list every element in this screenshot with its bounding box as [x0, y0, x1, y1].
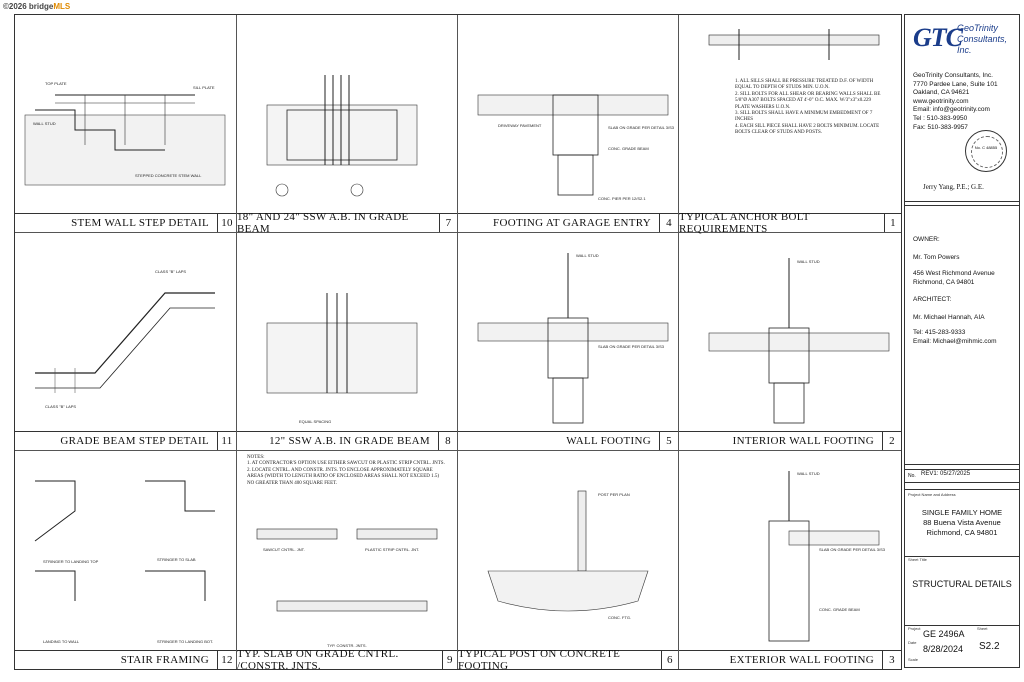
anchor-notes: 1. ALL SILLS SHALL BE PRESSURE TREATED D… — [735, 79, 881, 136]
engineer-seal-icon: No. C 48855 — [965, 130, 1007, 172]
detail-cell-1: 1. ALL SILLS SHALL BE PRESSURE TREATED D… — [679, 15, 901, 235]
sheet-number: S2.2 — [979, 641, 1000, 652]
project-box: Project Name and Address SINGLE FAMILY H… — [905, 489, 1019, 557]
wall-footing-drawing: WALL STUD SLAB ON GRADE PER DETAIL 3/S3 — [477, 253, 669, 424]
svg-text:SLAB ON GRADE PER DETAIL 3/S3: SLAB ON GRADE PER DETAIL 3/S3 — [598, 344, 665, 349]
company-logo: GTC — [913, 23, 963, 52]
owner-architect-panel: OWNER: Mr. Tom Powers 456 West Richmond … — [905, 205, 1019, 465]
svg-text:CONC. GRADE BEAM: CONC. GRADE BEAM — [608, 146, 649, 151]
svg-text:SAWCUT CNTRL. JNT.: SAWCUT CNTRL. JNT. — [263, 547, 305, 552]
svg-text:SLAB ON GRADE PER DETAIL 3/S3: SLAB ON GRADE PER DETAIL 3/S3 — [819, 547, 886, 552]
svg-text:WALL STUD: WALL STUD — [576, 253, 599, 258]
12in-ssw-grade-beam-drawing: EQUAL SPACING — [266, 293, 418, 424]
slab-joints-drawing: SAWCUT CNTRL. JNT. PLASTIC STRIP CNTRL. … — [256, 528, 438, 648]
svg-text:STRINGER TO LANDING TOP: STRINGER TO LANDING TOP — [43, 559, 99, 564]
footing-garage-entry-drawing: DRIVEWAY PAVEMENT SLAB ON GRADE PER DETA… — [477, 94, 675, 201]
engineer-name: Jerry Yang, P.E.; G.E. — [923, 183, 984, 191]
svg-text:PLASTIC STRIP CNTRL. JNT.: PLASTIC STRIP CNTRL. JNT. — [365, 547, 419, 552]
detail-cell-9: NOTES: 1. AT CONTRACTOR'S OPTION USE EIT… — [237, 451, 458, 672]
svg-text:STRINGER TO SLAB: STRINGER TO SLAB — [157, 557, 196, 562]
detail-caption: TYP. SLAB ON GRADE CNTRL. /CONSTR. JNTS.… — [237, 648, 457, 672]
detail-cell-12: STRINGER TO LANDING TOP STRINGER TO SLAB… — [15, 451, 237, 669]
svg-text:EQUAL SPACING: EQUAL SPACING — [299, 419, 331, 424]
svg-text:CONC. GRADE BEAM: CONC. GRADE BEAM — [819, 607, 860, 612]
svg-text:CLASS "B" LAPS: CLASS "B" LAPS — [45, 404, 76, 409]
svg-text:LANDING TO WALL: LANDING TO WALL — [43, 639, 80, 644]
svg-text:STEPPED CONCRETE STEM WALL: STEPPED CONCRETE STEM WALL — [135, 173, 202, 178]
svg-text:DRIVEWAY PAVEMENT: DRIVEWAY PAVEMENT — [498, 123, 542, 128]
svg-text:POST PER PLAN: POST PER PLAN — [598, 492, 630, 497]
stair-framing-drawing: STRINGER TO LANDING TOP STRINGER TO SLAB… — [34, 480, 215, 644]
svg-text:TYP. CONSTR. JNTS.: TYP. CONSTR. JNTS. — [327, 643, 367, 648]
detail-cell-11: CLASS "B" LAPS CLASS "B" LAPS GRADE BEAM… — [15, 233, 237, 451]
stem-wall-step-drawing: TOP PLATE SILL PLATE WALL STUD STEPPED C… — [24, 81, 226, 186]
watermark: ©2026 bridgeMLS — [3, 2, 71, 11]
svg-text:SLAB ON GRADE PER DETAIL 3/S3: SLAB ON GRADE PER DETAIL 3/S3 — [608, 125, 675, 130]
ssw-ab-grade-beam-drawing — [266, 75, 418, 197]
svg-text:CLASS "B" LAPS: CLASS "B" LAPS — [155, 269, 186, 274]
detail-cell-3: WALL STUD SLAB ON GRADE PER DETAIL 3/S3 … — [679, 451, 901, 669]
company-info: GeoTrinity Consultants, Inc. 7770 Pardee… — [913, 72, 998, 131]
revision-row: No.REV1: 05/27/2025 — [905, 469, 1019, 483]
anchor-bolt-drawing — [708, 29, 880, 60]
svg-text:CONC. PIER PER 12/S2.1: CONC. PIER PER 12/S2.1 — [598, 196, 646, 201]
svg-text:WALL STUD: WALL STUD — [797, 471, 820, 476]
sheet-title-box: Sheet Title STRUCTURAL DETAILS — [905, 555, 1019, 626]
detail-cell-5: WALL STUD SLAB ON GRADE PER DETAIL 3/S3 … — [458, 233, 679, 451]
exterior-wall-footing-drawing: WALL STUD SLAB ON GRADE PER DETAIL 3/S3 … — [768, 471, 886, 642]
sheet-info: Project GE 2496A Date 8/28/2024 Scale Sh… — [908, 626, 1000, 662]
svg-text:WALL STUD: WALL STUD — [797, 259, 820, 264]
detail-cell-8: EQUAL SPACING 12" SSW A.B. IN GRADE BEAM… — [237, 233, 458, 451]
detail-cell-6: POST PER PLAN CONC. FTG. TYPICAL POST ON… — [458, 451, 679, 672]
svg-text:TOP PLATE: TOP PLATE — [45, 81, 67, 86]
slab-notes: NOTES: 1. AT CONTRACTOR'S OPTION USE EIT… — [247, 455, 445, 486]
detail-cell-10: TOP PLATE SILL PLATE WALL STUD STEPPED C… — [15, 15, 237, 233]
grade-beam-step-drawing: CLASS "B" LAPS CLASS "B" LAPS — [35, 269, 215, 409]
svg-text:WALL STUD: WALL STUD — [33, 121, 56, 126]
detail-grid: TOP PLATE SILL PLATE WALL STUD STEPPED C… — [14, 14, 902, 672]
svg-text:SILL PLATE: SILL PLATE — [193, 85, 215, 90]
svg-text:CONC. FTG.: CONC. FTG. — [608, 615, 631, 620]
detail-cell-4: DRIVEWAY PAVEMENT SLAB ON GRADE PER DETA… — [458, 15, 679, 233]
post-on-footing-drawing: POST PER PLAN CONC. FTG. — [487, 490, 649, 620]
svg-text:STRINGER TO LANDING BOT.: STRINGER TO LANDING BOT. — [157, 639, 213, 644]
interior-wall-footing-drawing: WALL STUD — [708, 258, 890, 424]
